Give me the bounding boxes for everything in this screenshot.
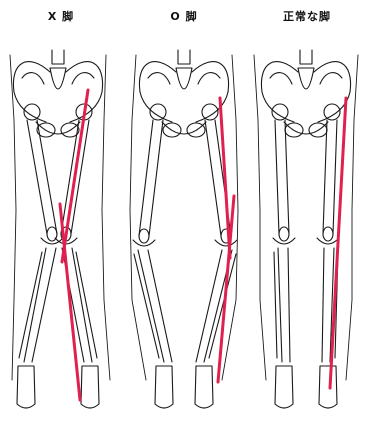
foot-right [195,366,213,408]
iliac-crest-detail-left [148,73,170,84]
alignment-line-x-legs-2 [60,204,80,400]
femur-left [275,120,289,234]
body-outline-right [102,55,110,380]
alignment-line-x-legs-1 [62,90,88,262]
femur-left [139,120,163,236]
skeleton-normal-legs [246,0,368,421]
fibula-left [19,252,42,358]
skeleton-o-legs [122,0,246,421]
sacrum [50,68,66,89]
fibula-left [274,252,277,358]
fibula-left [134,254,159,358]
iliac-crest-detail-right [320,73,342,84]
femur-right [323,120,337,234]
sacrum [298,68,314,89]
iliac-wing-right [192,62,229,122]
patella-left [139,229,149,243]
patella-left [47,227,57,241]
sacrum [176,68,192,89]
iliac-crest-detail-left [22,73,44,84]
foot-left [17,366,35,408]
body-outline-right [222,55,238,380]
lumbar-vertebra [52,50,64,64]
iliac-crest-detail-right [198,73,220,84]
iliac-crest-detail-left [270,73,292,84]
lumbar-vertebra [300,50,312,64]
patella-right [323,227,333,241]
fibula-right [76,252,97,358]
panel-normal-legs: 正常な脚 [246,0,368,421]
iliac-wing-left [139,62,176,122]
body-outline-right [346,55,358,380]
body-outline-left [10,55,16,380]
iliac-crest-detail-right [72,73,94,84]
foot-left [275,366,293,408]
patella-left [279,227,289,241]
foot-right [81,366,99,408]
iliac-wing-left [13,62,50,122]
tibia-left [138,250,172,362]
body-outline-left [254,55,266,380]
tibia-left [278,248,290,362]
skeleton-x-legs [0,0,122,421]
body-outline-left [130,55,146,380]
panel-o-legs: O 脚 [122,0,246,421]
foot-right [319,366,337,408]
alignment-line-o-legs-2 [218,196,234,382]
panel-x-legs: X 脚 [0,0,122,421]
femur-left [27,120,57,234]
lumbar-vertebra [178,50,190,64]
foot-left [155,366,173,408]
tibia-left [24,248,56,362]
iliac-wing-left [261,62,298,122]
